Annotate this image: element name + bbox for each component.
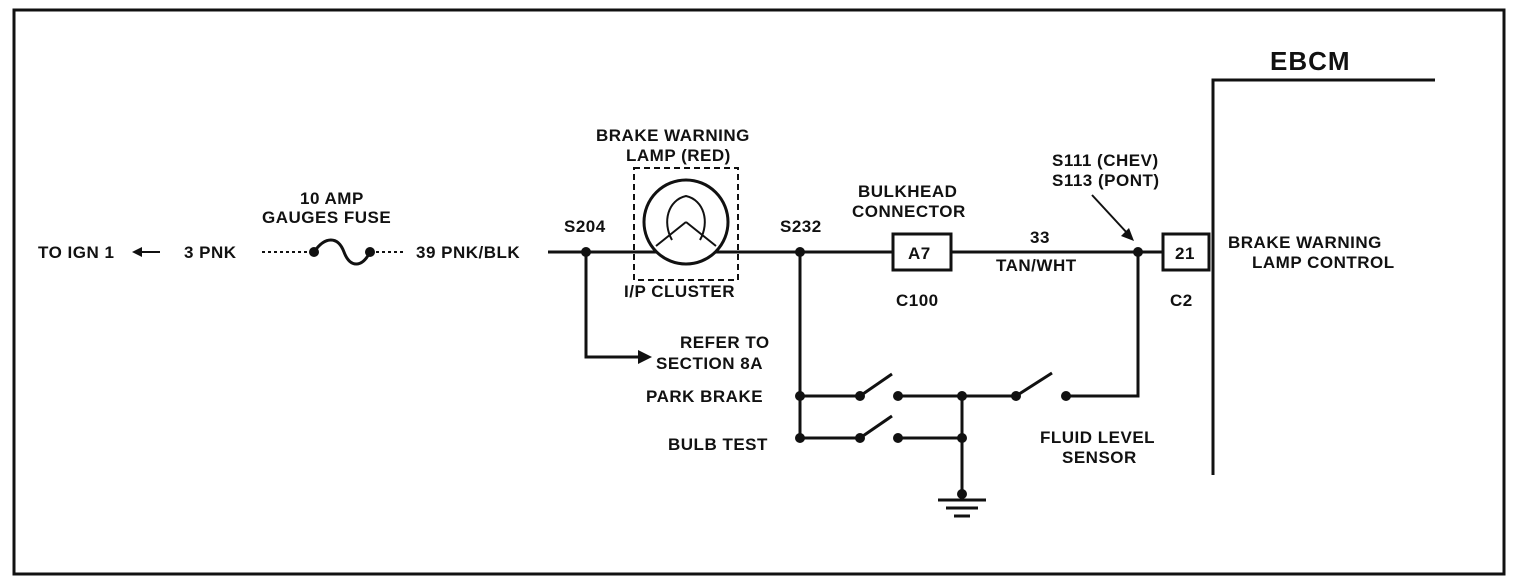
bulb-test-switch-blade-icon [859,414,893,440]
bulb-test-label: BULB TEST [668,435,768,454]
connector-a7-box [891,232,953,272]
splice-pointer-arrow-icon [1121,228,1134,241]
fuse-label-line2: GAUGES FUSE [262,208,391,227]
ign-arrow-head-icon [132,247,142,257]
park-brake-switch-blade-icon [859,372,893,398]
refer-label-line2: SECTION 8A [656,354,763,373]
refer-branch-wire [584,252,642,359]
lamp-filament-icon [655,194,717,247]
lamp-label-line2: LAMP (RED) [626,146,731,165]
fuse-symbol-icon [312,238,372,266]
splice-s204-label: S204 [564,217,606,236]
diagram-frame [12,8,1506,576]
wire-3pnk-label: 3 PNK [184,243,237,262]
connector-c100-label: C100 [896,291,939,310]
ip-cluster-label: I/P CLUSTER [624,282,735,301]
wire-33-number: 33 [1030,228,1050,247]
park-brake-label: PARK BRAKE [646,387,763,406]
bwlc-label-line1: BRAKE WARNING [1228,233,1382,252]
fluid-label-line2: SENSOR [1062,448,1137,467]
splice-s113-label: S113 (PONT) [1052,171,1160,190]
fuse-label-line1: 10 AMP [300,189,364,208]
fluid-sensor-return-wire [1069,252,1140,398]
connector-21-box [1161,232,1211,272]
to-ign-label: TO IGN 1 [38,243,114,262]
ground-symbol-icon [938,498,986,518]
refer-label-line1: REFER TO [680,333,770,352]
refer-arrow-head-icon [638,350,652,364]
bwlc-label-line2: LAMP CONTROL [1252,253,1395,272]
bulkhead-label-line1: BULKHEAD [858,182,957,201]
lamp-label-line1: BRAKE WARNING [596,126,750,145]
ebcm-title: EBCM [1270,46,1351,76]
fluid-switch-blade-icon [1015,371,1053,398]
fluid-label-line1: FLUID LEVEL [1040,428,1155,447]
connector-a7-pin: A7 [908,244,931,263]
wire-tanwht-label: TAN/WHT [996,256,1077,275]
connector-21-pin: 21 [1175,244,1195,263]
wire-39-label: 39 PNK/BLK [416,243,520,262]
fluid-switch-contact-b [1061,391,1071,401]
ip-cluster-dashed-box [633,167,739,281]
splice-pointer-line [1091,194,1129,235]
connector-c2-label: C2 [1170,291,1193,310]
bulkhead-label-line2: CONNECTOR [852,202,966,221]
ground-node [957,489,967,499]
ebcm-module-outline [1211,78,1435,475]
splice-s111-label: S111 (CHEV) [1052,151,1159,170]
splice-s232-label: S232 [780,217,822,236]
